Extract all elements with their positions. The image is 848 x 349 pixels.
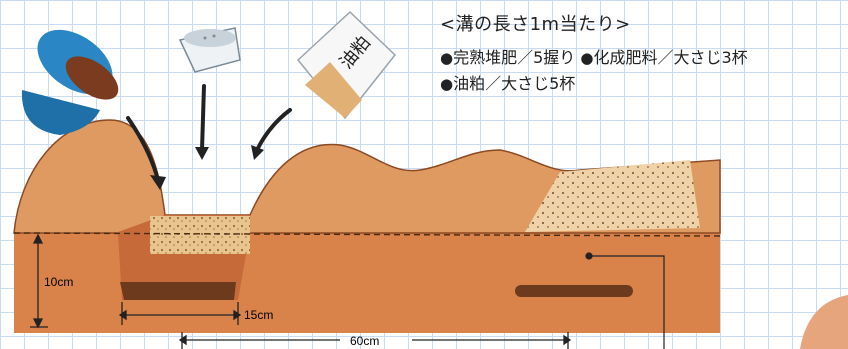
- spacing-label: 60cm: [350, 334, 379, 348]
- ground-line: [13, 232, 721, 237]
- amounts-list: ●完熟堆肥／5握り ●化成肥料／大さじ3杯 ●油粕／大さじ5杯: [440, 45, 748, 97]
- amount-row-1: ●完熟堆肥／5握り ●化成肥料／大さじ3杯: [440, 45, 748, 71]
- buried-fertilizer: [515, 285, 633, 297]
- hand-fragment: [800, 295, 848, 349]
- amount-chemical-fertilizer: 化成肥料／大さじ3杯: [593, 48, 748, 67]
- heading: <溝の長さ1m当たり>: [440, 14, 631, 35]
- bullet: ●: [440, 75, 454, 93]
- arrow-compost: [126, 116, 160, 182]
- depth-label: 10cm: [44, 275, 73, 289]
- amount-row-2: ●油粕／大さじ5杯: [440, 71, 748, 97]
- depth-dimension: [30, 233, 48, 329]
- leader-line: [585, 252, 665, 349]
- width-dimension: [118, 302, 242, 325]
- compost-layer: [150, 216, 250, 254]
- arrows: [126, 84, 292, 190]
- fertilizer-cup-icon: [178, 27, 241, 73]
- trench-bottom: [120, 282, 236, 300]
- compost-bucket-icon: [21, 29, 119, 135]
- amount-compost: 完熟堆肥／5握り: [453, 48, 576, 67]
- arrow-fertilizer: [200, 84, 206, 152]
- arrow-oil-cake: [256, 108, 292, 150]
- oil-cake-bag-icon: 油粕: [296, 10, 397, 120]
- amount-oil-cake: 油粕／大さじ5杯: [453, 74, 576, 93]
- spacing-dimension: [178, 332, 572, 349]
- width-label: 15cm: [244, 308, 273, 322]
- bullet: ●: [580, 49, 594, 67]
- bullet: ●: [440, 49, 454, 67]
